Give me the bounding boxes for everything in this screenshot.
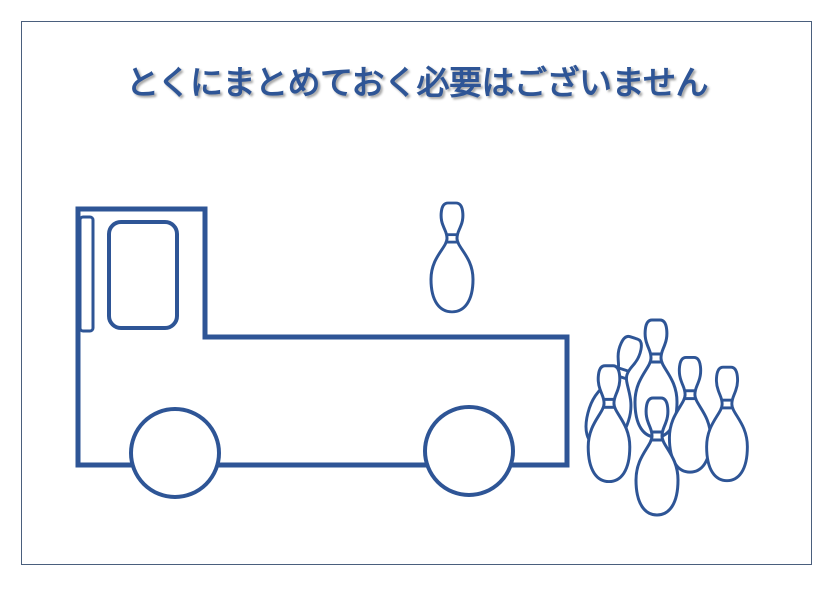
slide-title: とくにまとめておく必要はございません xyxy=(125,63,709,102)
truck-rear-wheel xyxy=(423,405,515,497)
truck xyxy=(75,206,570,499)
bowling-pin-cluster xyxy=(579,320,748,515)
truck-body xyxy=(75,206,570,468)
bowling-pin xyxy=(707,367,748,480)
truck-door-edge xyxy=(78,215,95,333)
truck-front-wheel xyxy=(129,407,221,499)
bowling-pin-on-truck xyxy=(431,203,473,312)
bowling-pin xyxy=(669,357,710,472)
truck-window xyxy=(107,220,179,330)
